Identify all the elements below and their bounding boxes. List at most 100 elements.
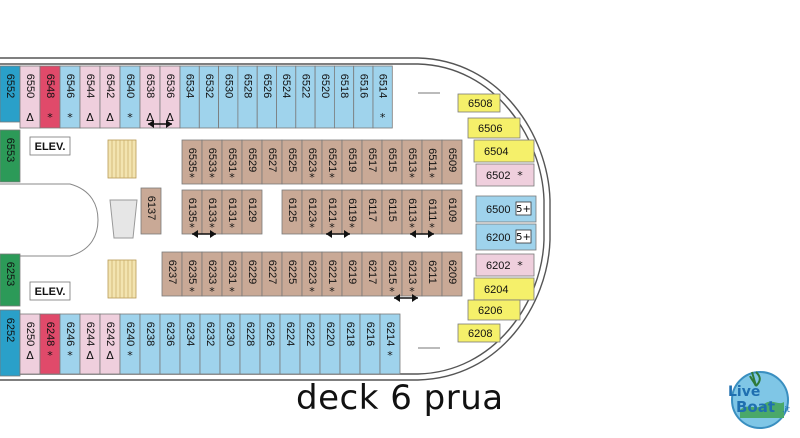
asterisk-symbol: * — [517, 169, 523, 182]
cabin-6225[interactable]: 6225 — [281, 251, 303, 297]
cabin-6534[interactable]: 6534 — [179, 65, 200, 129]
cabin-6204[interactable]: 6204 — [473, 277, 535, 301]
cabin-6526[interactable]: 6526 — [256, 65, 277, 129]
cabin-6131[interactable]: 6131* — [221, 189, 243, 235]
cabin-6135[interactable]: 6135* — [181, 189, 203, 235]
cabin-6133[interactable]: 6133* — [201, 189, 223, 235]
cabin-6226[interactable]: 6226 — [259, 313, 281, 375]
cabin-6215[interactable]: 6215* — [381, 251, 403, 298]
cabin-6511[interactable]: 6511* — [421, 139, 443, 185]
cabin-6531[interactable]: 6531* — [221, 139, 243, 185]
cabin-6514[interactable]: 6514* — [372, 65, 393, 129]
cabin-6223[interactable]: 6223* — [301, 251, 323, 298]
cabin-6518[interactable]: 6518 — [333, 65, 355, 129]
cabin-6528[interactable]: 6528 — [237, 65, 258, 129]
cabin-6517[interactable]: 6517 — [361, 139, 383, 185]
cabin-number: 6533 — [206, 148, 218, 172]
cabin-6515[interactable]: 6515 — [381, 139, 403, 185]
cabin-6217[interactable]: 6217 — [361, 251, 383, 297]
cabin-6522[interactable]: 6522 — [295, 65, 316, 129]
cabin-6229[interactable]: 6229 — [241, 251, 263, 297]
cabin-6218[interactable]: 6218 — [339, 313, 361, 375]
cabin-6520[interactable]: 6520 — [314, 65, 335, 129]
cabin-6504[interactable]: 6504 — [473, 139, 535, 163]
cabin-6109[interactable]: 6109 — [441, 189, 463, 235]
cabin-6202[interactable]: 6202* — [475, 253, 535, 277]
cabin-6209[interactable]: 6209 — [441, 251, 463, 297]
cabin-6208[interactable]: 6208 — [457, 323, 501, 343]
cabin-6236[interactable]: 6236 — [159, 313, 181, 375]
cabin-6224[interactable]: 6224 — [279, 313, 301, 375]
cabin-6235[interactable]: 6235* — [181, 251, 203, 298]
cabin-6532[interactable]: 6532 — [198, 65, 220, 129]
cabin-6533[interactable]: 6533* — [201, 139, 223, 185]
cabin-6211[interactable]: 6211 — [421, 251, 443, 297]
cabin-6524[interactable]: 6524 — [276, 65, 297, 129]
cabin-6117[interactable]: 6117 — [361, 189, 383, 235]
cabin-6529[interactable]: 6529 — [241, 139, 263, 185]
cabin-6222[interactable]: 6222 — [299, 313, 321, 375]
cabin-6253[interactable]: 6253 — [0, 253, 21, 307]
cabin-6502[interactable]: 6502* — [475, 163, 535, 187]
cabin-6115[interactable]: 6115 — [381, 189, 403, 235]
cabin-6535[interactable]: 6535* — [181, 139, 203, 185]
cabin-6516[interactable]: 6516 — [353, 65, 374, 129]
cabin-6548[interactable]: 6548* — [39, 65, 61, 129]
cabin-6530[interactable]: 6530 — [218, 65, 239, 129]
cabin-6246[interactable]: 6246* — [59, 313, 81, 375]
cabin-6219[interactable]: 6219 — [341, 251, 363, 297]
cabin-6113[interactable]: 6113* — [401, 189, 423, 235]
cabin-6237[interactable]: 6237 — [161, 251, 183, 297]
cabin-6519[interactable]: 6519 — [341, 139, 363, 185]
cabin-6227[interactable]: 6227 — [261, 251, 283, 297]
cabin-6230[interactable]: 6230 — [219, 313, 241, 375]
cabin-6214[interactable]: 6214* — [379, 313, 401, 375]
cabin-6540[interactable]: 6540* — [119, 65, 141, 129]
cabin-6125[interactable]: 6125 — [281, 189, 303, 235]
cabin-6121[interactable]: 6121* — [321, 189, 343, 235]
cabin-6216[interactable]: 6216 — [359, 313, 381, 375]
cabin-6523[interactable]: 6523* — [301, 139, 323, 185]
cabin-6525[interactable]: 6525 — [281, 139, 303, 185]
cabin-6552[interactable]: 6552 — [0, 65, 21, 123]
cabin-6221[interactable]: 6221* — [321, 251, 343, 298]
delta-symbol: Δ — [146, 111, 154, 124]
asterisk-symbol: * — [389, 285, 395, 298]
cabin-6240[interactable]: 6240* — [119, 313, 141, 375]
cabin-6521[interactable]: 6521* — [321, 139, 343, 185]
cabin-6238[interactable]: 6238 — [139, 313, 161, 375]
cabin-6508[interactable]: 6508 — [457, 93, 501, 113]
cabin-6509[interactable]: 6509 — [441, 139, 463, 185]
cabin-6527[interactable]: 6527 — [261, 139, 283, 185]
cabin-6234[interactable]: 6234 — [179, 313, 201, 375]
cabin-6206[interactable]: 6206 — [467, 299, 521, 321]
cabin-6111[interactable]: 6111* — [421, 189, 443, 235]
cabin-6546[interactable]: 6546* — [59, 65, 81, 129]
cabin-6129[interactable]: 6129 — [241, 189, 263, 235]
cabin-6233[interactable]: 6233* — [201, 251, 223, 298]
cabin-6506[interactable]: 6506 — [467, 117, 521, 139]
cabin-6220[interactable]: 6220 — [319, 313, 341, 375]
cabin-6553[interactable]: 6553 — [0, 129, 21, 183]
cabin-6513[interactable]: 6513* — [401, 139, 423, 185]
cabin-6123[interactable]: 6123* — [301, 189, 323, 235]
cabin-6231[interactable]: 6231* — [221, 251, 243, 298]
cabin-6252[interactable]: 6252 — [0, 309, 21, 377]
cabin-6119[interactable]: 6119* — [341, 189, 363, 235]
cabin-6137[interactable]: 6137 — [140, 187, 162, 235]
cabin-number: 6536 — [164, 74, 176, 98]
cabin-6232[interactable]: 6232 — [199, 313, 221, 375]
cabin-6213[interactable]: 6213* — [401, 251, 423, 298]
cabin-6248[interactable]: 6248* — [39, 313, 61, 375]
cabin-6228[interactable]: 6228 — [239, 313, 261, 375]
